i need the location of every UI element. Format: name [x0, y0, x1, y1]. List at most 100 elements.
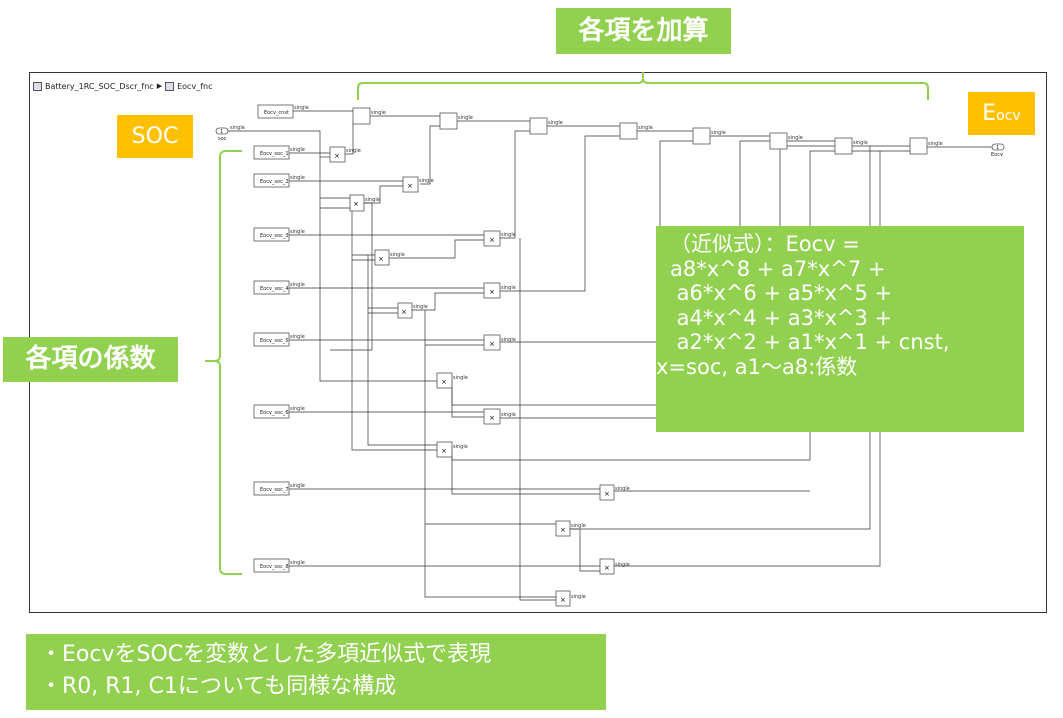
constant-block-soc2[interactable] — [253, 173, 290, 188]
signal-label: single — [290, 229, 305, 235]
outport-label: Eocv — [991, 152, 1003, 158]
constant-block-soc5[interactable] — [253, 332, 290, 347]
soc-callout: SOC — [117, 115, 193, 158]
notes-box: ・EocvをSOCを変数とした多項近似式で表現 ・R0, R1, C1についても… — [26, 634, 606, 710]
signal-label: single — [501, 337, 516, 343]
subsystem-icon — [165, 81, 175, 91]
signal-label: single — [501, 412, 516, 418]
product-symbol-15: × — [560, 596, 566, 604]
sum-block-1[interactable] — [352, 107, 371, 125]
product-symbol-11: × — [441, 447, 447, 455]
constant-block-soc1[interactable] — [253, 145, 290, 160]
product-block-6[interactable] — [483, 282, 501, 299]
signal-label: single — [788, 135, 803, 141]
constant-block-soc3[interactable] — [253, 227, 290, 242]
constant-label-soc5: Eocv_soc_5 — [260, 338, 289, 344]
signal-label: single — [458, 115, 473, 121]
sum-block-5[interactable] — [692, 127, 711, 145]
outport-eocv[interactable] — [991, 143, 1005, 151]
sum-block-7[interactable] — [834, 137, 853, 155]
signal-label: single — [548, 120, 563, 126]
note-line: ・EocvをSOCを変数とした多項近似式で表現 — [40, 642, 492, 667]
signal-label: single — [294, 105, 309, 111]
constant-block-soc8[interactable] — [253, 558, 290, 573]
eocv-main: E — [982, 101, 997, 126]
signal-label: single — [501, 285, 516, 291]
signal-label: single — [615, 486, 630, 492]
inport-label: soc — [218, 136, 227, 142]
product-symbol-6: × — [489, 288, 495, 296]
sum-block-8[interactable] — [909, 137, 928, 155]
product-block-3[interactable] — [349, 194, 365, 212]
signal-label: single — [413, 304, 428, 310]
product-symbol-9: × — [441, 378, 447, 386]
signal-label: single — [419, 178, 434, 184]
product-block-14[interactable] — [599, 558, 615, 575]
constant-block-soc6[interactable] — [253, 404, 290, 419]
signal-label: single — [230, 125, 245, 131]
product-block-13[interactable] — [555, 520, 571, 537]
formula-line: a4*x^4 + a3*x^3 + — [670, 305, 893, 330]
eocv-callout: Eocv — [968, 92, 1035, 135]
signal-label: single — [853, 140, 868, 146]
breadcrumb-child[interactable]: Eocv_fnc — [177, 81, 213, 91]
product-symbol-3: × — [353, 200, 359, 208]
formula-line: x=soc, a1〜a8:係数 — [656, 354, 858, 379]
outport-number: 1 — [996, 145, 999, 151]
breadcrumb-parent[interactable]: Battery_1RC_SOC_Dscr_fnc — [45, 81, 154, 91]
constant-block-soc7[interactable] — [253, 481, 290, 496]
constant-label-soc8: Eocv_soc_8 — [260, 564, 289, 570]
sum-block-2[interactable] — [439, 112, 458, 130]
constant-block-soc4[interactable] — [253, 280, 290, 295]
sum-block-3[interactable] — [529, 117, 548, 135]
signal-label: single — [290, 175, 305, 181]
product-symbol-2: × — [407, 182, 413, 190]
signal-label: single — [928, 141, 943, 147]
sum-block-6[interactable] — [769, 132, 788, 150]
signal-label: single — [571, 523, 586, 529]
note-line: ・R0, R1, C1についても同様な構成 — [40, 674, 397, 699]
product-block-12[interactable] — [599, 484, 615, 501]
product-block-7[interactable] — [397, 302, 413, 319]
signal-label: single — [453, 375, 468, 381]
constant-label-soc3: Eocv_soc_3 — [260, 233, 289, 239]
inport-number: 1 — [220, 129, 223, 135]
signal-label: single — [290, 147, 305, 153]
signal-label: single — [346, 148, 361, 154]
constant-label-soc7: Eocv_soc_7 — [260, 487, 289, 493]
product-symbol-4: × — [489, 236, 495, 244]
chevron-right-icon: ▶ — [156, 82, 163, 90]
product-block-2[interactable] — [402, 176, 419, 193]
product-symbol-10: × — [489, 414, 495, 422]
constant-block-cnst[interactable] — [257, 104, 294, 119]
product-symbol-1: × — [334, 152, 340, 160]
product-block-11[interactable] — [436, 441, 453, 458]
signal-label: single — [711, 130, 726, 136]
inport-soc[interactable] — [215, 127, 229, 135]
signal-label: single — [371, 110, 386, 116]
breadcrumb: Battery_1RC_SOC_Dscr_fnc ▶ Eocv_fnc — [33, 79, 212, 93]
product-block-10[interactable] — [483, 408, 501, 425]
signal-label: single — [453, 444, 468, 450]
product-block-8[interactable] — [483, 334, 501, 351]
signal-label: single — [290, 334, 305, 340]
signal-label: single — [615, 562, 630, 568]
product-block-5[interactable] — [374, 249, 390, 266]
signal-label: single — [390, 252, 405, 258]
product-block-9[interactable] — [436, 372, 453, 389]
constant-label-soc2: Eocv_soc_2 — [260, 179, 289, 185]
signal-label: single — [365, 197, 380, 203]
product-block-15[interactable] — [555, 590, 571, 607]
product-block-1[interactable] — [329, 146, 346, 163]
constant-label-soc1: Eocv_soc_1 — [260, 151, 289, 157]
sum-block-4[interactable] — [619, 122, 638, 140]
signal-label: single — [290, 483, 305, 489]
product-block-4[interactable] — [483, 230, 501, 247]
constant-label-cnst: Eocv_cnst — [264, 110, 289, 116]
signal-label: single — [638, 125, 653, 131]
product-symbol-8: × — [489, 340, 495, 348]
formula-box: （近似式）：Eocv = a8*x^8 + a7*x^7 + a6*x^6 + … — [656, 226, 1024, 432]
adders-brace — [357, 72, 929, 100]
product-symbol-12: × — [604, 490, 610, 498]
